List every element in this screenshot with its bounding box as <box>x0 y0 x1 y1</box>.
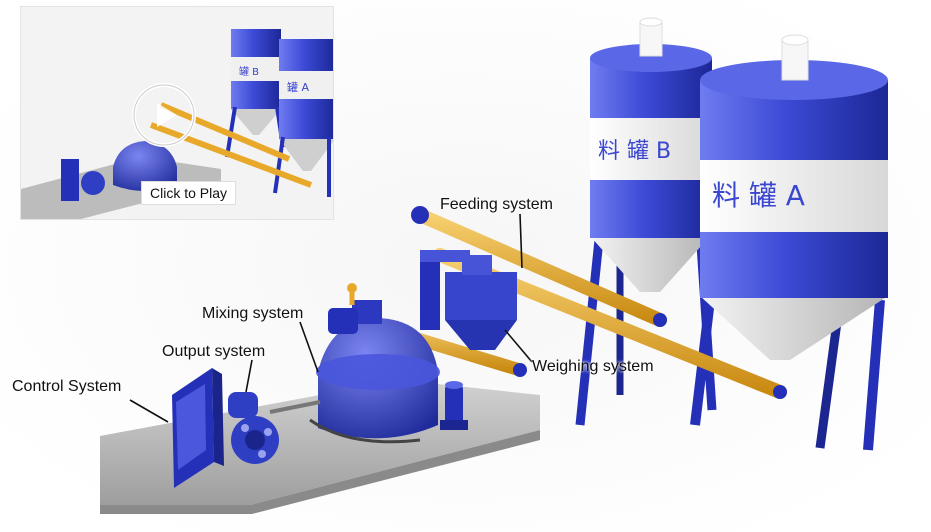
side-pump <box>440 381 468 430</box>
output-pump <box>228 392 321 464</box>
inset-tank-b-label: 罐 B <box>239 65 259 78</box>
tank-b-label: 料 罐 B <box>598 139 671 164</box>
control-panel <box>172 368 224 488</box>
control-system-label: Control System <box>12 378 122 395</box>
weighing-hopper <box>420 250 517 350</box>
tank-a-label: 料 罐 A <box>712 179 805 212</box>
video-thumbnail[interactable]: 罐 B 罐 A Click to Play <box>20 6 334 220</box>
mixing-system-label: Mixing system <box>202 305 304 322</box>
inset-tank-a-label: 罐 A <box>287 81 309 94</box>
output-system-label: Output system <box>162 343 266 360</box>
play-button-label[interactable]: Click to Play <box>141 181 237 205</box>
storage-tank-b: 料 罐 B <box>575 17 717 426</box>
leader-lines <box>129 213 533 423</box>
weighing-system-label: Weighing system <box>532 358 654 375</box>
play-icon[interactable] <box>157 103 177 127</box>
mixing-vessel <box>309 283 440 444</box>
feeding-system-label: Feeding system <box>440 196 553 213</box>
storage-tank-a: 料 罐 A <box>690 34 888 451</box>
